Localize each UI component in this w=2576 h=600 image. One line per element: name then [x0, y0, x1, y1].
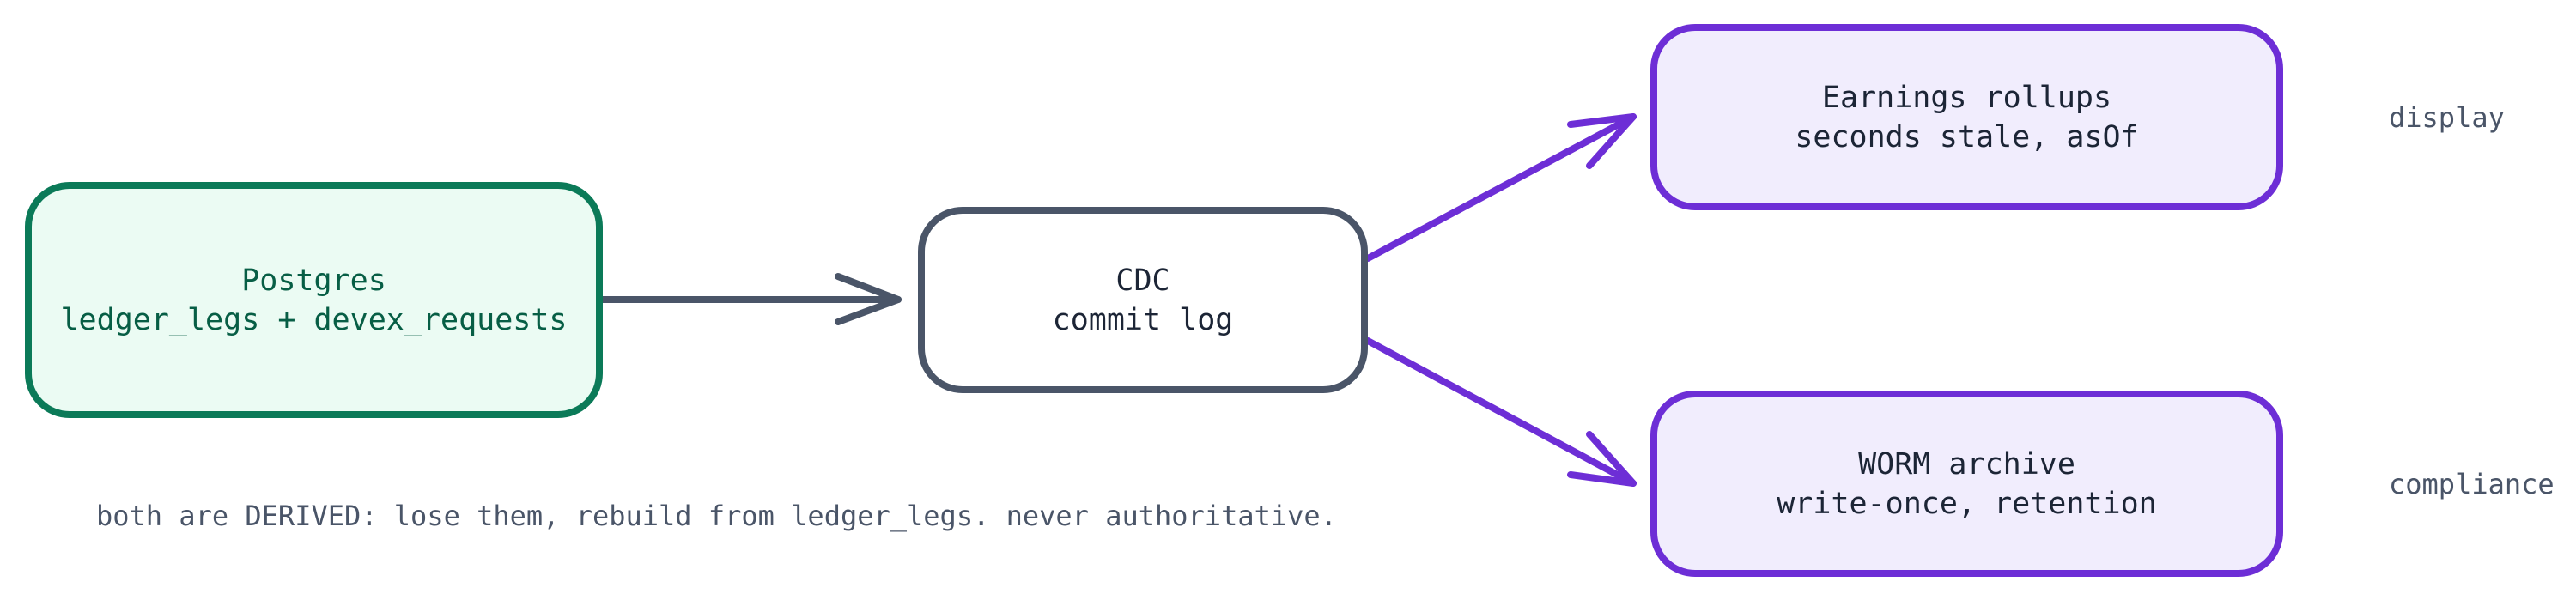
display-label: display	[2389, 101, 2505, 134]
edge-cdc-to-earnings	[1364, 113, 1637, 262]
worm-title: WORM archive	[1858, 446, 2075, 482]
postgres-subtitle: ledger_legs + devex_requests	[60, 302, 568, 337]
cdc-node: CDC commit log	[918, 207, 1368, 393]
earnings-rollups-node: Earnings rollups seconds stale, asOf	[1650, 24, 2283, 210]
earnings-subtitle: seconds stale, asOf	[1795, 119, 2139, 155]
compliance-label: compliance	[2389, 468, 2555, 500]
cdc-subtitle: commit log	[1052, 302, 1234, 337]
postgres-title: Postgres	[241, 263, 386, 298]
postgres-node: Postgres ledger_legs + devex_requests	[25, 182, 603, 418]
worm-subtitle: write-once, retention	[1777, 486, 2157, 521]
derived-note: both are DERIVED: lose them, rebuild fro…	[96, 500, 1337, 532]
worm-archive-node: WORM archive write-once, retention	[1650, 391, 2283, 577]
earnings-title: Earnings rollups	[1821, 80, 2112, 115]
edge-postgres-to-cdc	[599, 273, 902, 325]
cdc-title: CDC	[1115, 263, 1170, 298]
edge-cdc-to-worm	[1364, 337, 1637, 487]
